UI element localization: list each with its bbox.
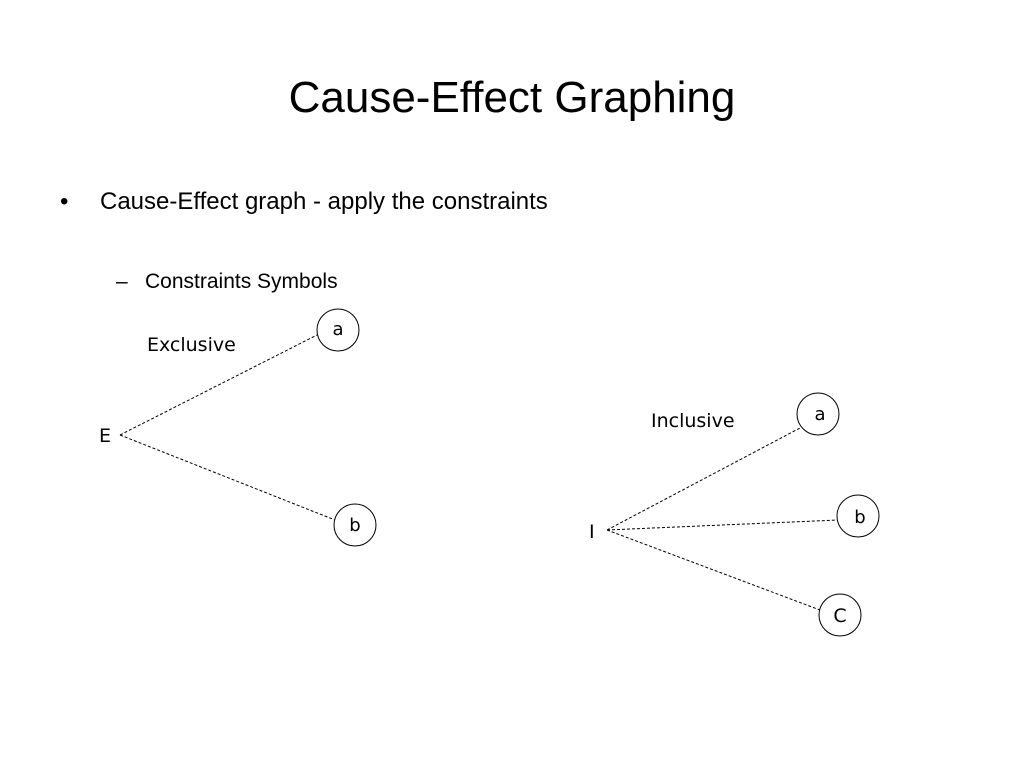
inclusive-node-a: a: [814, 404, 825, 425]
exclusive-node-a: a: [332, 319, 343, 340]
inclusive-label: Inclusive: [651, 410, 735, 432]
inclusive-node-b-circle: [836, 494, 880, 538]
bullet-marker: •: [60, 188, 69, 215]
inclusive-diagram: Inclusive I a b C: [589, 392, 880, 637]
inclusive-node-c: C: [833, 605, 846, 627]
inclusive-node-c-circle: [818, 593, 862, 637]
exclusive-node-b: b: [349, 515, 360, 536]
exclusive-edge-a: [119, 334, 318, 436]
exclusive-source-node: E: [99, 425, 111, 447]
inclusive-source-node: I: [589, 521, 595, 543]
bullet-text: Cause-Effect graph - apply the constrain…: [100, 188, 548, 215]
exclusive-node-a-circle: [316, 308, 360, 352]
inclusive-edge-c: [606, 529, 821, 611]
sub-bullet-marker: –: [116, 270, 128, 293]
slide-title: Cause-Effect Graphing: [288, 73, 736, 122]
exclusive-node-b-circle: [333, 503, 377, 547]
exclusive-edge-b: [119, 434, 336, 521]
exclusive-label: Exclusive: [147, 334, 236, 356]
exclusive-diagram: Exclusive E a b: [99, 308, 377, 547]
inclusive-edge-a: [606, 427, 801, 531]
sub-bullet-text: Constraints Symbols: [145, 270, 338, 293]
inclusive-edge-b: [606, 519, 839, 531]
inclusive-node-a-circle: [796, 392, 840, 436]
inclusive-node-b: b: [854, 507, 865, 528]
